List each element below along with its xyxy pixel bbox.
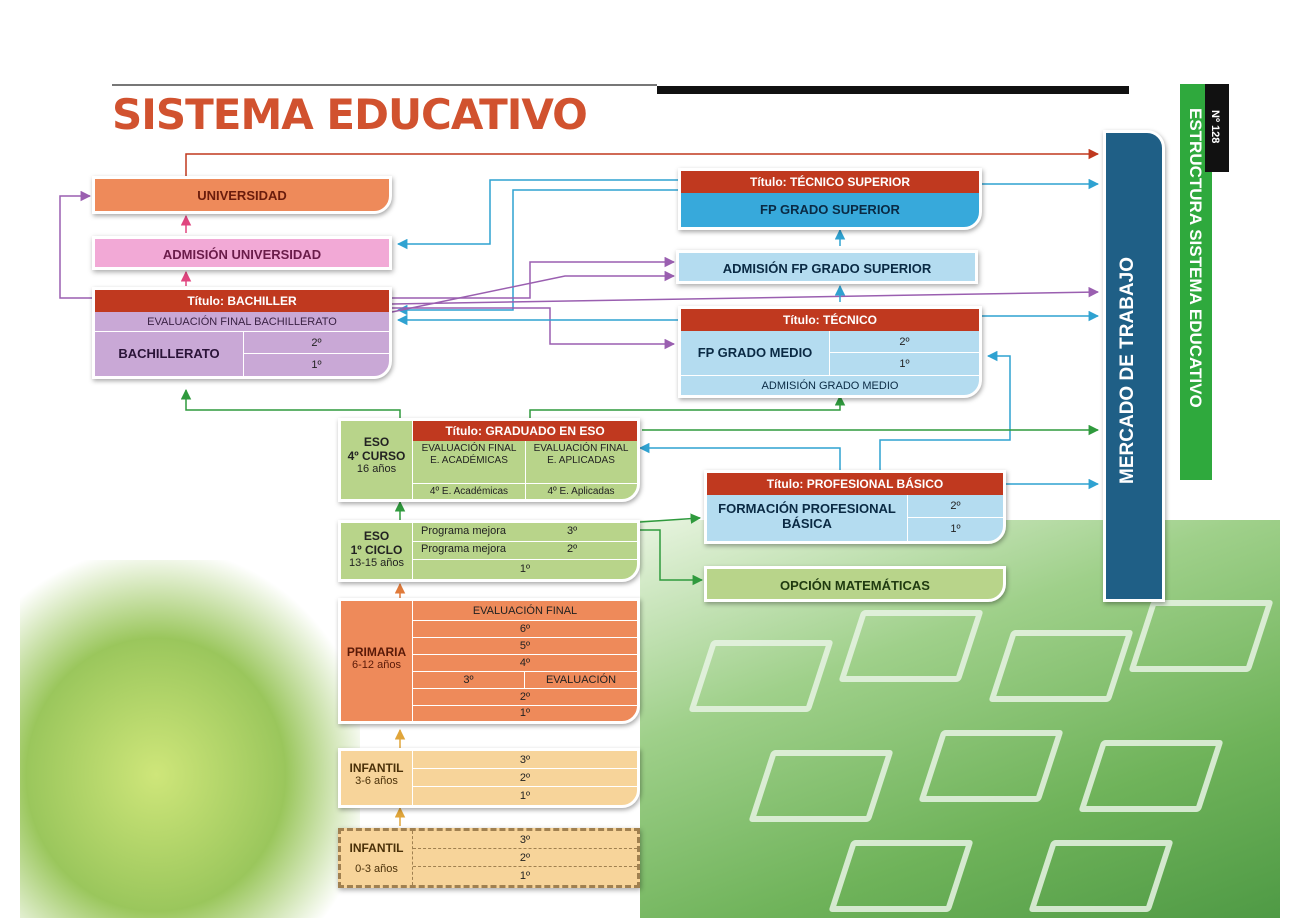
infantil-0-3-box: INFANTIL 0-3 años 3º 2º 1º (338, 828, 640, 888)
opcion-matematicas-box: OPCIÓN MATEMÁTICAS (704, 566, 1006, 602)
fp-grado-medio-box: Título: TÉCNICO FP GRADO MEDIO 2º 1º ADM… (678, 306, 982, 398)
primaria-evaluacion: EVALUACIÓN (525, 672, 637, 689)
admision-grado-medio: ADMISIÓN GRADO MEDIO (681, 375, 979, 395)
eso4-side: ESO 4º CURSO 16 años (341, 421, 413, 499)
infantil36-course-1: 1º (519, 790, 531, 802)
admision-fp-superior-label: ADMISIÓN FP GRADO SUPERIOR (722, 261, 932, 276)
eso1-course-3: 3º (567, 525, 578, 537)
primaria-course-3: 3º (413, 672, 525, 689)
eso4-side-2: 4º CURSO (347, 449, 406, 463)
infantil36-course-2: 2º (413, 769, 637, 787)
bachillerato-label: BACHILLERATO (118, 346, 220, 361)
ev-aplicadas-2: E. APLICADAS (547, 455, 615, 466)
infantil36-side-1: INFANTIL (349, 761, 404, 775)
issue-badge: Nº 128 (1205, 84, 1229, 172)
primaria-side-2: 6-12 años (352, 659, 401, 671)
tecnico-title: Título: TÉCNICO (681, 309, 979, 331)
academicas-course: 4º E. Académicas (429, 486, 509, 497)
primaria-course-1: 1º (519, 707, 531, 719)
fpb-course-1: 1º (950, 523, 961, 535)
primaria-course-5: 5º (413, 638, 637, 655)
primaria-side: PRIMARIA 6-12 años (341, 601, 413, 721)
infantil36-course-3: 3º (413, 751, 637, 769)
bachillerato-box: Título: BACHILLER EVALUACIÓN FINAL BACHI… (92, 287, 392, 379)
eso-4-curso-box: ESO 4º CURSO 16 años Título: GRADUADO EN… (338, 418, 640, 502)
profesional-basico-title: Título: PROFESIONAL BÁSICO (707, 473, 1003, 495)
universidad-box: UNIVERSIDAD (92, 176, 392, 214)
ev-aplicadas-1: EVALUACIÓN FINAL (533, 443, 629, 454)
fp-basica-label-2: BÁSICA (782, 516, 832, 531)
header-bar (657, 86, 1129, 94)
fp-grado-medio-label: FP GRADO MEDIO (697, 345, 813, 360)
infantil-3-6-box: INFANTIL 3-6 años 3º 2º 1º (338, 748, 640, 808)
eso4-side-1: ESO (363, 435, 390, 449)
bachillerato-course-1: 1º (311, 359, 322, 371)
admision-fp-superior-box: ADMISIÓN FP GRADO SUPERIOR (676, 250, 978, 284)
leaf-decoration (20, 560, 360, 918)
page-title: SISTEMA EDUCATIVO (112, 90, 588, 139)
infantil03-side-2: 0-3 años (355, 863, 398, 875)
primaria-side-1: PRIMARIA (346, 645, 407, 659)
universidad-label: UNIVERSIDAD (197, 188, 287, 203)
infantil03-side: INFANTIL 0-3 años (341, 831, 413, 885)
admision-universidad-label: ADMISIÓN UNIVERSIDAD (162, 247, 322, 262)
primaria-course-6: 6º (413, 621, 637, 638)
issue-number: Nº 128 (1209, 110, 1221, 144)
bachiller-title: Título: BACHILLER (95, 290, 389, 312)
infantil03-course-3: 3º (413, 831, 637, 849)
fp-grado-superior-label: FP GRADO SUPERIOR (760, 202, 900, 217)
eso1-side-2: 1º CICLO (350, 543, 403, 557)
eso-1-ciclo-box: ESO 1º CICLO 13-15 años Programa mejora … (338, 520, 640, 582)
eso1-side: ESO 1º CICLO 13-15 años (341, 523, 413, 579)
ev-academicas-1: EVALUACIÓN FINAL (421, 443, 517, 454)
primaria-box: PRIMARIA 6-12 años EVALUACIÓN FINAL 6º 5… (338, 598, 640, 724)
primaria-course-2: 2º (413, 689, 637, 706)
fp-medio-course-1: 1º (899, 358, 910, 370)
admision-universidad-box: ADMISIÓN UNIVERSIDAD (92, 236, 392, 270)
sidebar-label: ESTRUCTURA SISTEMA EDUCATIVO (1186, 108, 1205, 408)
eso1-course-1: 1º (519, 563, 531, 575)
eso1-side-3: 13-15 años (348, 557, 405, 569)
infantil36-side: INFANTIL 3-6 años (341, 751, 413, 805)
primaria-course-4: 4º (413, 655, 637, 672)
ev-academicas-2: E. ACADÉMICAS (430, 455, 508, 466)
fp-basica-box: Título: PROFESIONAL BÁSICO FORMACIÓN PRO… (704, 470, 1006, 544)
fp-medio-course-2: 2º (830, 331, 979, 353)
evaluacion-bachillerato: EVALUACIÓN FINAL BACHILLERATO (95, 312, 389, 332)
bachillerato-course-2: 2º (244, 332, 389, 354)
ev-aplicadas: EVALUACIÓN FINAL E. APLICADAS (525, 443, 637, 467)
eso1-side-1: ESO (363, 529, 390, 543)
fp-basica-label-1: FORMACIÓN PROFESIONAL (718, 501, 896, 516)
header-rule (112, 84, 657, 86)
infantil03-course-1: 1º (519, 870, 531, 882)
infantil36-side-2: 3-6 años (355, 775, 398, 787)
tecnico-superior-title: Título: TÉCNICO SUPERIOR (681, 171, 979, 193)
infantil03-side-1: INFANTIL (349, 841, 404, 855)
programa-mejora-2: Programa mejora (421, 543, 506, 555)
primaria-evaluacion-final: EVALUACIÓN FINAL (413, 601, 637, 621)
mercado-de-trabajo-box: MERCADO DE TRABAJO (1103, 130, 1165, 602)
fpb-course-2: 2º (908, 495, 1003, 518)
aplicadas-course: 4º E. Aplicadas (547, 486, 615, 497)
fp-basica-label: FORMACIÓN PROFESIONAL BÁSICA (707, 501, 907, 531)
infantil03-course-2: 2º (413, 849, 637, 867)
graduado-eso-title: Título: GRADUADO EN ESO (413, 421, 637, 441)
programa-mejora-1: Programa mejora (421, 525, 506, 537)
eso1-course-2: 2º (567, 543, 578, 555)
fp-grado-superior-box: Título: TÉCNICO SUPERIOR FP GRADO SUPERI… (678, 168, 982, 230)
opcion-matematicas-label: OPCIÓN MATEMÁTICAS (780, 578, 930, 593)
eso4-side-3: 16 años (356, 463, 397, 475)
ev-academicas: EVALUACIÓN FINAL E. ACADÉMICAS (413, 443, 525, 467)
